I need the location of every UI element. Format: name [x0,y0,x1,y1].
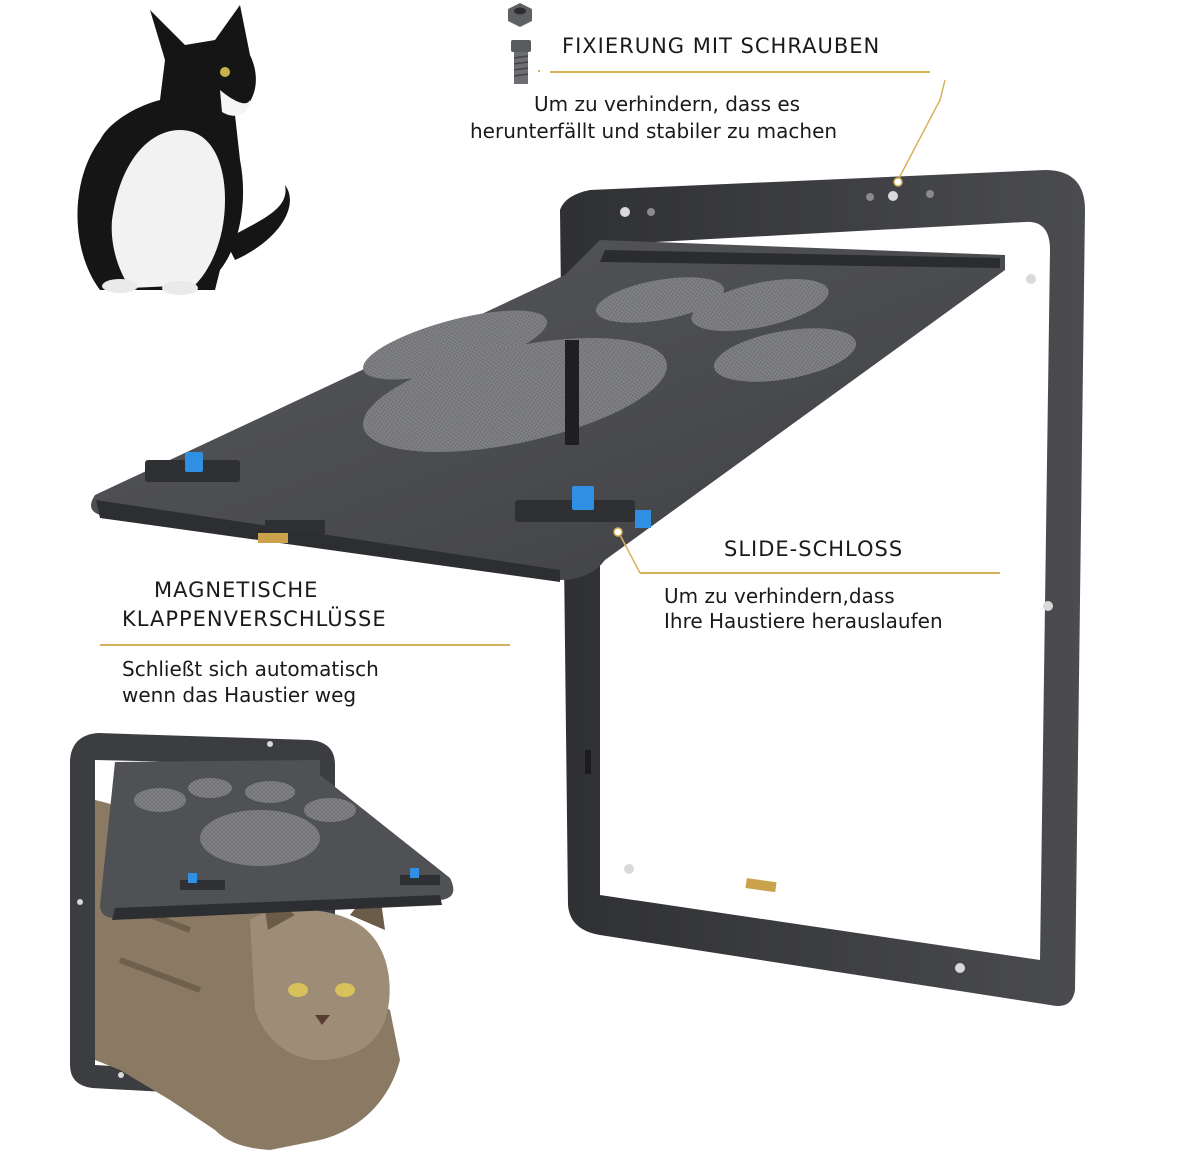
callout-leaders [100,70,1000,646]
magnetic-callout-line1: Schließt sich automatisch [122,657,379,681]
slide-lock-callout-title: SLIDE-SCHLOSS [724,537,904,561]
bolt-icon [511,40,531,84]
magnetic-callout-title-line1: MAGNETISCHE [154,578,319,602]
flap-large [91,240,1005,582]
slide-lock-callout-line2: Ihre Haustiere herauslaufen [664,609,943,633]
screws-callout-line1: Um zu verhindern, dass es [534,92,801,116]
screws-callout-title: FIXIERUNG MIT SCHRAUBEN [562,34,881,58]
black-white-cat-image [77,5,290,295]
hex-nut-icon [508,3,532,27]
small-door-with-tabby-cat [70,733,454,1150]
magnetic-callout-title-line2: KLAPPENVERSCHLÜSSE [122,607,387,631]
screws-callout-line2: herunterfällt und stabiler zu machen [470,119,838,143]
slide-lock-callout-line1: Um zu verhindern,dass [664,584,895,608]
magnetic-callout-line2: wenn das Haustier weg [122,683,357,707]
